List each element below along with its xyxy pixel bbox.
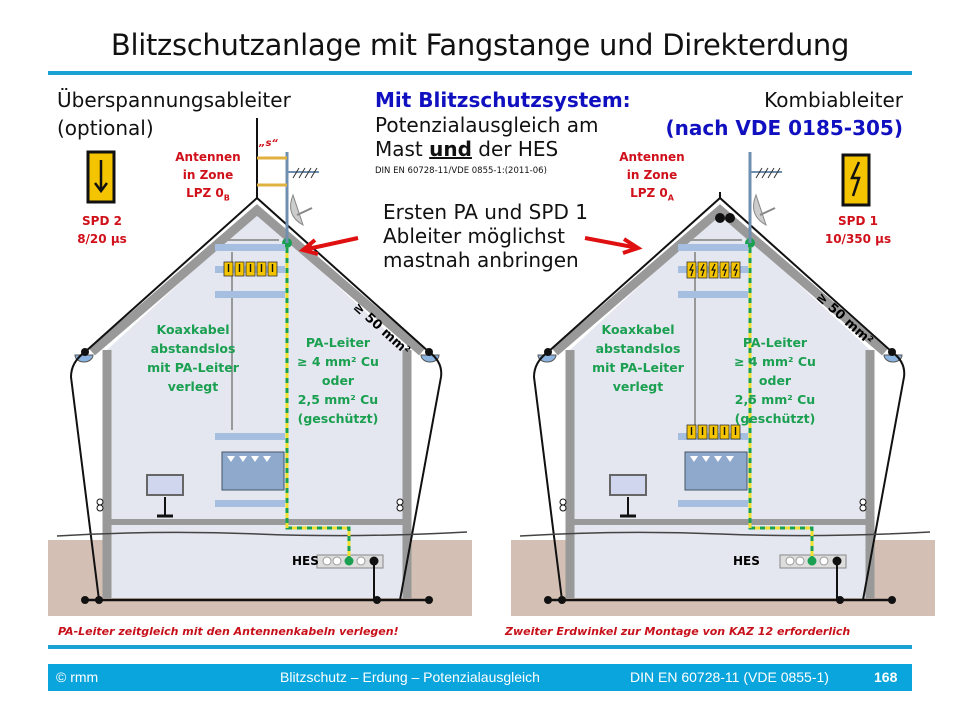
text: der HES (471, 137, 559, 161)
left-header-line2: (optional) (57, 116, 154, 140)
left-header-line1: Überspannungsableiter (57, 88, 291, 112)
callout-arrow-left (298, 236, 359, 256)
text: abstandslos (150, 341, 236, 356)
callout-line1: Ersten PA und SPD 1 (383, 200, 588, 224)
text: mit PA-Leiter (147, 360, 239, 375)
text: verlegt (612, 379, 664, 394)
center-heading: Mit Blitzschutzsystem: (375, 88, 631, 112)
text: 2,5 mm² Cu (297, 392, 379, 407)
right-header-line1: Kombiableiter (764, 88, 903, 112)
footer-topic: Blitzschutz – Erdung – Potenzialausgleic… (280, 669, 540, 685)
text: in Zone (626, 168, 678, 182)
footer-bar: © rmm Blitzschutz – Erdung – Potenzialau… (48, 664, 912, 691)
center-line2: Mast und der HES (375, 137, 558, 162)
text: Antennen (619, 150, 685, 164)
callout-arrow-right (584, 236, 643, 255)
text: verlegt (167, 379, 219, 394)
left-hes-label: HES (292, 554, 319, 568)
text: 2,5 mm² Cu (734, 392, 816, 407)
callout-line2: Ableiter möglichst (383, 224, 565, 248)
standard-reference: DIN EN 60728-11/VDE 0855-1:(2011-06) (375, 166, 547, 176)
separation-distance: „s“ (259, 138, 278, 149)
text: Koaxkabel (156, 322, 230, 337)
right-coax-note: Koaxkabel abstandslos mit PA-Leiter verlegt (588, 320, 688, 396)
text: LPZ 0 (630, 186, 668, 200)
text: B (223, 193, 230, 203)
footer-copyright: © rmm (56, 669, 99, 685)
text: oder (321, 373, 355, 388)
right-pa-note: PA-Leiter ≥ 4 mm² Cu oder 2,5 mm² Cu (geschü… (727, 333, 823, 428)
left-pa-note: PA-Leiter ≥ 4 mm² Cu oder 2,5 mm² Cu (geschü… (290, 333, 386, 428)
emphasis: und (429, 137, 472, 161)
text: ≥ 4 mm² Cu (734, 354, 816, 369)
spd1-label: SPD 1 10/350 µs (824, 212, 892, 248)
text: 10/350 µs (824, 232, 892, 246)
text: Mast (375, 137, 430, 161)
right-note: Zweiter Erdwinkel zur Montage von KAZ 12… (505, 625, 851, 638)
text: PA-Leiter (305, 335, 371, 350)
text: mit PA-Leiter (592, 360, 684, 375)
right-hes-label: HES (733, 554, 760, 568)
title-rule (48, 71, 912, 75)
text: oder (758, 373, 792, 388)
spd1-symbol-lightning-icon (841, 153, 871, 207)
text: (geschützt) (297, 411, 379, 426)
left-house (48, 118, 472, 616)
spd2-symbol-arrow-icon (86, 150, 116, 204)
text: (geschützt) (734, 411, 816, 426)
text: SPD 2 (82, 214, 122, 228)
text: LPZ 0 (186, 186, 224, 200)
text: abstandslos (595, 341, 681, 356)
spd2-label: SPD 2 8/20 µs (74, 212, 130, 248)
text: ≥ 4 mm² Cu (297, 354, 379, 369)
footer-rule (48, 645, 912, 649)
footer-standard: DIN EN 60728-11 (VDE 0855-1) (630, 669, 829, 685)
right-house (511, 152, 935, 616)
text: in Zone (182, 168, 234, 182)
text: Antennen (175, 150, 241, 164)
text: Koaxkabel (601, 322, 675, 337)
left-note: PA-Leiter zeitgleich mit den Antennenkab… (58, 625, 399, 638)
callout-line3: mastnah anbringen (383, 248, 579, 272)
text: SPD 1 (838, 214, 878, 228)
text: PA-Leiter (742, 335, 808, 350)
left-coax-note: Koaxkabel abstandslos mit PA-Leiter verlegt (143, 320, 243, 396)
text: 8/20 µs (77, 232, 127, 246)
center-line1: Potenzialausgleich am (375, 113, 599, 137)
slide-title: Blitzschutzanlage mit Fangstange und Dir… (110, 28, 850, 62)
right-header-line2: (nach VDE 0185-305) (665, 116, 904, 140)
text: A (667, 193, 674, 203)
page-number: 168 (874, 669, 898, 685)
